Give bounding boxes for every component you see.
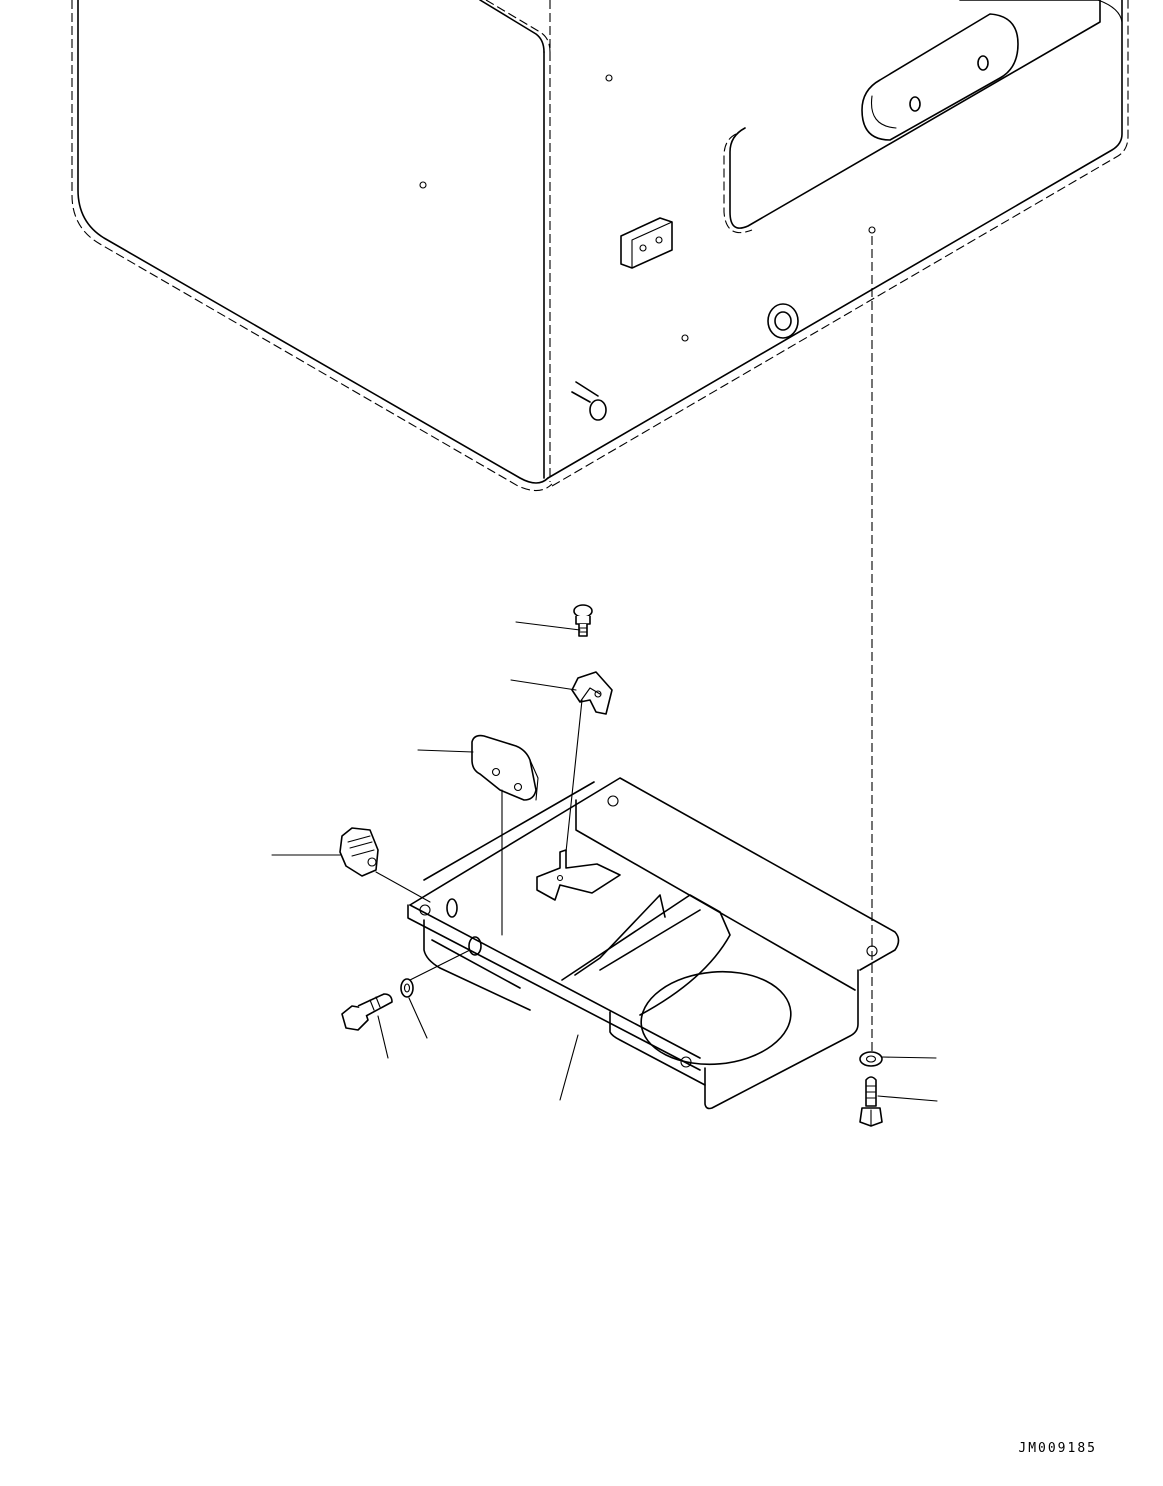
upper-clip [571,671,613,715]
drawing-number: JM009185 [1018,1441,1097,1456]
left-clip [339,827,379,877]
left-bolt [341,993,393,1031]
floor-tray [407,777,900,1110]
leader-lines [271,621,938,1102]
cab-body-outline [71,0,1129,492]
upper-bolt [573,604,593,637]
assembly-lines [375,699,583,981]
cover-bracket [471,734,539,801]
right-bolt [859,1076,883,1127]
right-washer [859,1051,883,1067]
left-washer [400,978,414,998]
